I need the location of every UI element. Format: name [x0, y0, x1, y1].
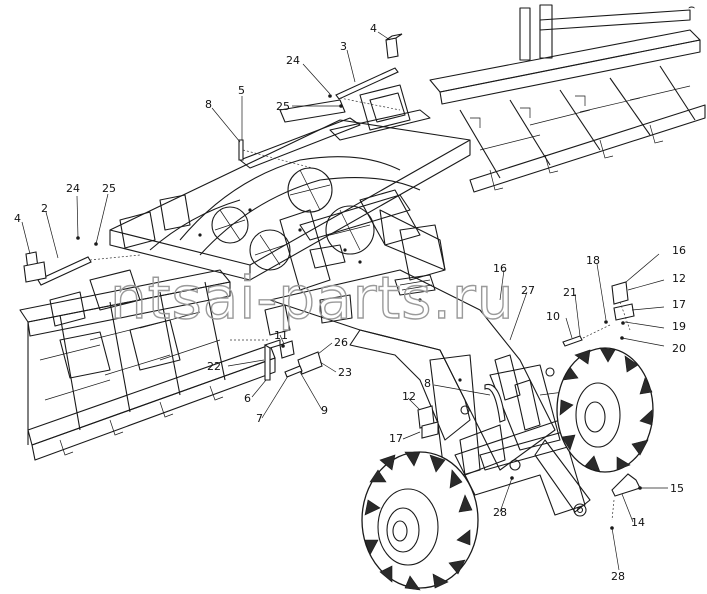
callout-26: 26 — [334, 336, 348, 349]
callout-27: 27 — [521, 284, 535, 297]
callout-18: 18 — [586, 254, 600, 267]
callout-21: 21 — [563, 286, 577, 299]
callout-5: 5 — [238, 84, 245, 97]
leader-lines — [21, 31, 668, 571]
callout-15: 15 — [670, 482, 684, 495]
callout-8-tongue: 8 — [424, 377, 431, 390]
rear-wheel — [556, 347, 654, 473]
callout-25-top: 25 — [276, 100, 290, 113]
callout-14: 14 — [631, 516, 645, 529]
watermark-text: ntsai-parts.ru — [110, 264, 515, 332]
callout-labels: 4 3 24 25 5 8 24 25 2 4 16 18 12 16 27 2… — [14, 22, 686, 583]
callout-24-top: 24 — [286, 54, 300, 67]
callout-12-lower: 12 — [402, 390, 416, 403]
callout-3: 3 — [340, 40, 347, 53]
callout-10: 10 — [546, 310, 560, 323]
callout-19: 19 — [672, 320, 686, 333]
callout-25-left: 25 — [102, 182, 116, 195]
callout-28-center: 28 — [493, 506, 507, 519]
hardware-parts — [23, 33, 641, 497]
front-frame — [19, 269, 276, 461]
fastener-dots — [76, 94, 642, 530]
callout-11: 11 — [274, 329, 288, 342]
rear-frame — [429, 4, 706, 193]
callout-8-top: 8 — [205, 98, 212, 111]
callout-12-right: 12 — [672, 272, 686, 285]
callout-7: 7 — [256, 412, 263, 425]
callout-17-right: 17 — [672, 298, 686, 311]
assembly-guides — [89, 97, 631, 521]
callout-6: 6 — [244, 392, 251, 405]
callout-24-left: 24 — [66, 182, 80, 195]
callout-23: 23 — [338, 366, 352, 379]
callout-4-top: 4 — [370, 22, 377, 35]
callout-22: 22 — [207, 360, 221, 373]
callout-17-lower: 17 — [389, 432, 403, 445]
callout-16-center: 16 — [493, 262, 507, 275]
callout-9: 9 — [321, 404, 328, 417]
callout-28-bottom: 28 — [611, 570, 625, 583]
callout-4-left: 4 — [14, 212, 21, 225]
callout-2: 2 — [41, 202, 48, 215]
front-wheel — [361, 451, 479, 591]
callout-16-right: 16 — [672, 244, 686, 257]
corner-mark: ⌢ — [688, 0, 695, 13]
center-frame — [109, 84, 471, 296]
callout-20: 20 — [672, 342, 686, 355]
